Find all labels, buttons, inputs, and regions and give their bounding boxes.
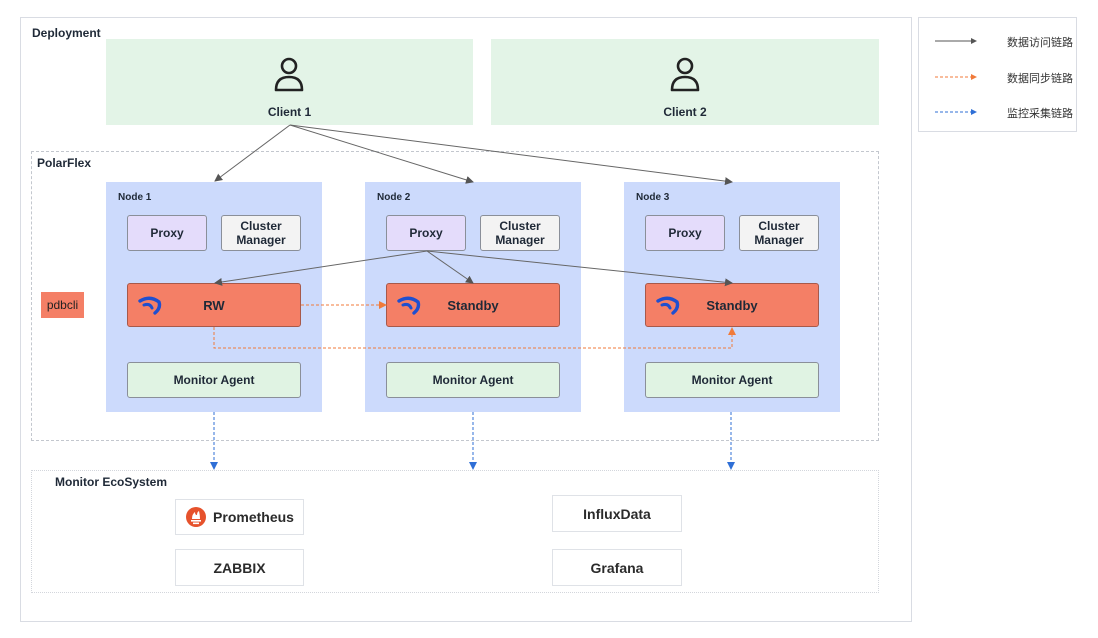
user-icon — [670, 57, 700, 92]
legend-label: 数据访问链路 — [1007, 37, 1073, 49]
node-1-db-role: RW — [203, 297, 225, 313]
access-link-client1-node3 — [289, 124, 733, 186]
node-2-cluster-manager[interactable]: Cluster Manager — [480, 215, 560, 251]
node-3: Node 3 Proxy Cluster Manager Standby Mon… — [624, 182, 840, 412]
node-2-database[interactable]: Standby — [386, 283, 560, 327]
polardb-logo-icon — [138, 296, 162, 315]
polardb-logo-icon — [656, 296, 680, 315]
deployment-title: Deployment — [32, 26, 101, 40]
access-link-proxy-standby2 — [426, 250, 474, 284]
dashed-orange-arrow-icon — [935, 74, 977, 80]
legend: 数据访问链路 数据同步链路 监控采集链路 — [918, 17, 1077, 132]
access-link-client1-node1 — [214, 124, 291, 182]
client-1-label: Client 1 — [267, 105, 312, 119]
node-1-database[interactable]: RW — [127, 283, 301, 327]
grafana-tool[interactable]: Grafana — [552, 549, 682, 586]
node-1-cluster-manager[interactable]: Cluster Manager — [221, 215, 301, 251]
node-3-proxy[interactable]: Proxy — [645, 215, 725, 251]
prometheus-icon — [186, 507, 207, 527]
node-1-monitor-agent[interactable]: Monitor Agent — [127, 362, 301, 398]
access-link-proxy-standby3 — [426, 250, 733, 287]
access-link-proxy-rw — [214, 250, 428, 286]
pdbcli-tool[interactable]: pdbcli — [41, 292, 84, 318]
polardb-logo-icon — [397, 296, 421, 315]
access-link-client1-node2 — [289, 124, 474, 184]
monitor-ecosystem-title: Monitor EcoSystem — [55, 475, 168, 489]
node-3-title: Node 3 — [636, 192, 670, 203]
client-2[interactable]: Client 2 — [491, 39, 879, 125]
prometheus-tool[interactable]: Prometheus — [175, 499, 304, 535]
user-icon — [274, 57, 304, 92]
node-2-db-role: Standby — [447, 297, 499, 313]
legend-label: 数据同步链路 — [1007, 73, 1073, 85]
influxdata-tool[interactable]: InfluxData — [552, 495, 682, 532]
polarflex-cluster — [31, 151, 879, 441]
node-1-title: Node 1 — [118, 192, 152, 203]
node-3-db-role: Standby — [706, 297, 758, 313]
node-2-proxy[interactable]: Proxy — [386, 215, 466, 251]
node-2-title: Node 2 — [377, 192, 411, 203]
node-3-database[interactable]: Standby — [645, 283, 819, 327]
client-2-label: Client 2 — [663, 105, 707, 119]
sync-link-rw-standby3 — [213, 327, 736, 349]
node-1: Node 1 Proxy Cluster Manager RW Monitor … — [106, 182, 322, 412]
client-1[interactable]: Client 1 — [106, 39, 473, 125]
prometheus-label: Prometheus — [213, 509, 294, 525]
solid-arrow-icon — [935, 38, 977, 44]
monitor-ecosystem — [31, 470, 879, 593]
node-3-monitor-agent[interactable]: Monitor Agent — [645, 362, 819, 398]
node-2: Node 2 Proxy Cluster Manager Standby Mon… — [365, 182, 581, 412]
zabbix-tool[interactable]: ZABBIX — [175, 549, 304, 586]
dashed-blue-arrow-icon — [935, 109, 977, 115]
node-2-monitor-agent[interactable]: Monitor Agent — [386, 362, 560, 398]
legend-label: 监控采集链路 — [1007, 108, 1073, 120]
polarflex-title: PolarFlex — [37, 156, 92, 170]
node-1-proxy[interactable]: Proxy — [127, 215, 207, 251]
node-3-cluster-manager[interactable]: Cluster Manager — [739, 215, 819, 251]
